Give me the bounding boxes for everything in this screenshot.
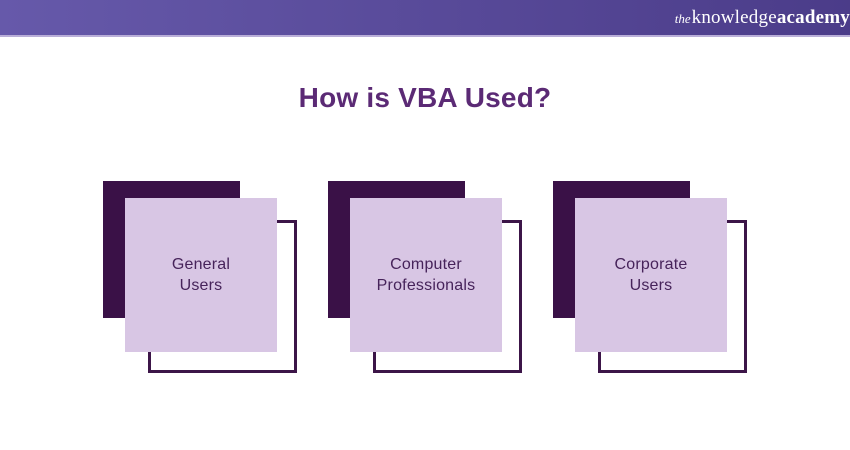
page-title: How is VBA Used?	[298, 82, 552, 113]
card-label: Computer Professionals	[376, 256, 476, 294]
card-body: General Users	[125, 198, 277, 352]
card-corporate-users: Corporate Users	[553, 181, 747, 376]
logo-academy: academy	[776, 7, 850, 28]
card-general-users: General Users	[103, 181, 297, 376]
card-label: General Users	[171, 256, 231, 294]
card-body: Computer Professionals	[350, 198, 502, 352]
card-body: Corporate Users	[575, 198, 727, 352]
cards-row: General Users Computer Professionals Cor…	[103, 181, 747, 376]
card-computer-professionals: Computer Professionals	[328, 181, 522, 376]
card-label: Corporate Users	[614, 256, 688, 294]
logo-knowledge: knowledge	[691, 7, 777, 28]
logo-the: the	[674, 11, 691, 26]
